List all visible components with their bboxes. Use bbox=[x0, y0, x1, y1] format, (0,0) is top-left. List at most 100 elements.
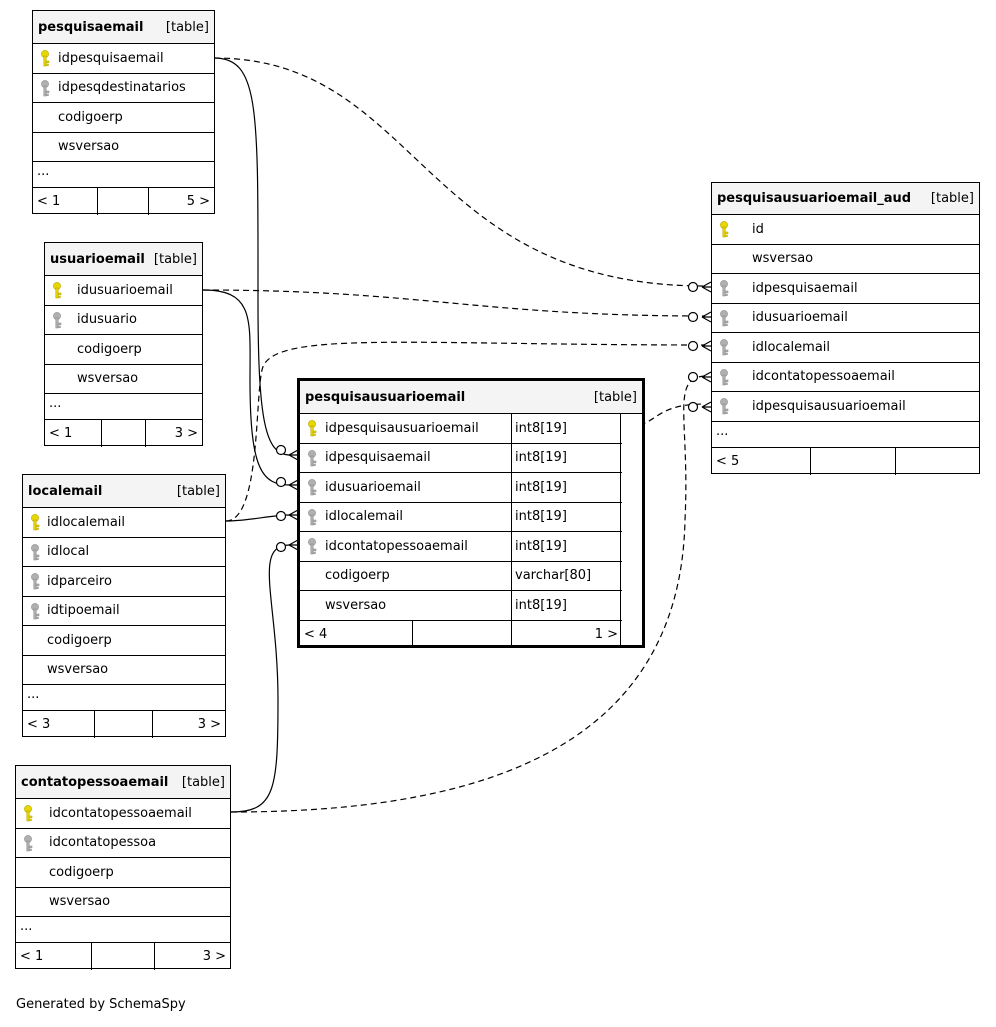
table-footer: < 1 3 > bbox=[45, 420, 202, 447]
more-columns-row: ... bbox=[23, 685, 225, 711]
table-header: pesquisaemail [table] bbox=[33, 11, 214, 44]
column-row[interactable]: wsversao bbox=[712, 245, 979, 274]
foreign-key-icon bbox=[719, 280, 729, 297]
rel-pesquisaemail-aud bbox=[213, 57, 706, 287]
table-pesquisaemail[interactable]: pesquisaemail [table] idpesquisaemail id… bbox=[32, 10, 215, 215]
ellipsis: ... bbox=[716, 423, 729, 439]
column-row[interactable]: idtipoemail bbox=[23, 597, 225, 626]
footer-spacer bbox=[98, 188, 149, 215]
column-row[interactable]: idusuario bbox=[45, 306, 202, 335]
footer-spacer bbox=[95, 711, 153, 738]
column-row[interactable]: idpesqdestinatarios bbox=[33, 74, 214, 103]
foreign-key-icon bbox=[719, 309, 729, 326]
more-columns-row: ... bbox=[33, 162, 214, 188]
column-name: id bbox=[752, 221, 764, 237]
children-count[interactable]: 5 > bbox=[186, 194, 210, 209]
children-count[interactable] bbox=[896, 448, 979, 475]
column-name: codigoerp bbox=[49, 864, 114, 880]
parents-count[interactable]: < 3 bbox=[23, 711, 95, 738]
table-header: pesquisausuarioemail_aud [table] bbox=[712, 183, 979, 215]
foreign-key-icon bbox=[52, 311, 62, 328]
table-pesquisausuarioemail[interactable]: pesquisausuarioemail [table] idpesquisau… bbox=[297, 378, 645, 648]
parents-count[interactable]: < 1 bbox=[16, 943, 92, 970]
column-type: int8[19] bbox=[515, 597, 567, 613]
parents-count[interactable]: < 5 bbox=[712, 447, 811, 475]
table-footer: < 4 1 > bbox=[300, 620, 622, 648]
more-columns-row: ... bbox=[45, 394, 202, 420]
table-name: usuarioemail bbox=[50, 251, 145, 267]
column-type: int8[19] bbox=[515, 420, 567, 436]
column-row[interactable]: wsversao bbox=[33, 133, 214, 162]
children-count[interactable]: 3 > bbox=[202, 949, 226, 964]
column-row[interactable]: codigoerp bbox=[45, 335, 202, 365]
table-pesquisausuarioemail-aud[interactable]: pesquisausuarioemail_aud [table] id wsve… bbox=[711, 182, 980, 475]
column-name: codigoerp bbox=[77, 341, 142, 357]
table-usuarioemail[interactable]: usuarioemail [table] idusuarioemail idus… bbox=[44, 242, 203, 447]
primary-key-icon bbox=[719, 221, 729, 238]
ellipsis: ... bbox=[27, 687, 40, 702]
column-row[interactable]: id bbox=[712, 215, 979, 245]
column-name: wsversao bbox=[58, 139, 120, 155]
foreign-key-icon bbox=[23, 834, 33, 851]
column-row[interactable]: codigoerp bbox=[16, 858, 230, 888]
column-name: idpesquisausuarioemail bbox=[325, 420, 479, 436]
column-row[interactable]: wsversao bbox=[16, 888, 230, 917]
column-name: idpesqdestinatarios bbox=[58, 80, 186, 96]
column-row[interactable]: idlocalemail int8[19] bbox=[300, 503, 622, 532]
column-row[interactable]: idcontatopessoa bbox=[16, 829, 230, 858]
table-tag: [table] bbox=[930, 191, 974, 206]
column-row[interactable]: idcontatopessoaemail bbox=[712, 363, 979, 392]
column-row[interactable]: idusuarioemail bbox=[712, 304, 979, 333]
column-name: codigoerp bbox=[47, 632, 112, 648]
column-name: idlocalemail bbox=[325, 509, 404, 525]
column-row[interactable]: idpesquisausuarioemail bbox=[712, 392, 979, 422]
children-count[interactable]: 3 > bbox=[174, 426, 198, 441]
footer-spacer bbox=[811, 447, 896, 475]
column-row[interactable]: codigoerp bbox=[33, 103, 214, 133]
column-row[interactable]: wsversao bbox=[23, 656, 225, 685]
more-columns-row: ... bbox=[16, 917, 230, 943]
parents-count[interactable]: < 1 bbox=[45, 420, 102, 447]
table-footer: < 1 3 > bbox=[16, 943, 230, 970]
column-row[interactable]: idlocalemail bbox=[23, 508, 225, 538]
children-count[interactable]: 3 > bbox=[197, 717, 221, 732]
ellipsis: ... bbox=[37, 164, 50, 179]
primary-key-icon bbox=[307, 420, 317, 437]
table-header: localemail [table] bbox=[23, 475, 225, 508]
parents-count[interactable]: < 4 bbox=[300, 620, 413, 648]
table-header: usuarioemail [table] bbox=[45, 243, 202, 276]
column-row[interactable]: idlocal bbox=[23, 538, 225, 567]
column-row[interactable]: idlocalemail bbox=[712, 333, 979, 363]
column-name: idusuarioemail bbox=[77, 282, 173, 298]
parents-count[interactable]: < 1 bbox=[33, 188, 98, 215]
column-row[interactable]: idparceiro bbox=[23, 567, 225, 597]
foreign-key-icon bbox=[40, 79, 50, 96]
column-row[interactable]: idcontatopessoaemail bbox=[16, 799, 230, 829]
column-name: idusuario bbox=[77, 312, 137, 328]
table-contatopessoaemail[interactable]: contatopessoaemail [table] idcontatopess… bbox=[15, 765, 231, 970]
column-row[interactable]: idpesquisausuarioemail int8[19] bbox=[300, 414, 622, 444]
table-name: pesquisaemail bbox=[38, 19, 144, 35]
column-row[interactable]: wsversao bbox=[45, 365, 202, 394]
column-type: int8[19] bbox=[515, 509, 567, 525]
column-name: idlocal bbox=[47, 544, 90, 560]
column-row[interactable]: codigoerp bbox=[23, 626, 225, 656]
foreign-key-icon bbox=[719, 398, 729, 415]
column-row[interactable]: idpesquisaemail bbox=[33, 44, 214, 74]
children-count[interactable]: 1 > bbox=[594, 626, 618, 642]
column-name: idpesquisaemail bbox=[325, 450, 431, 466]
table-localemail[interactable]: localemail [table] idlocalemail idlocal … bbox=[22, 474, 226, 738]
foreign-key-icon bbox=[307, 479, 317, 496]
table-name: contatopessoaemail bbox=[21, 774, 169, 790]
rel-contatopessoa-solid bbox=[230, 544, 291, 813]
column-row[interactable]: idpesquisaemail bbox=[712, 274, 979, 304]
more-columns-row: ... bbox=[712, 422, 979, 448]
column-name: idcontatopessoaemail bbox=[752, 369, 895, 385]
column-name: idcontatopessoaemail bbox=[325, 538, 468, 554]
column-row[interactable]: idusuarioemail bbox=[45, 276, 202, 306]
